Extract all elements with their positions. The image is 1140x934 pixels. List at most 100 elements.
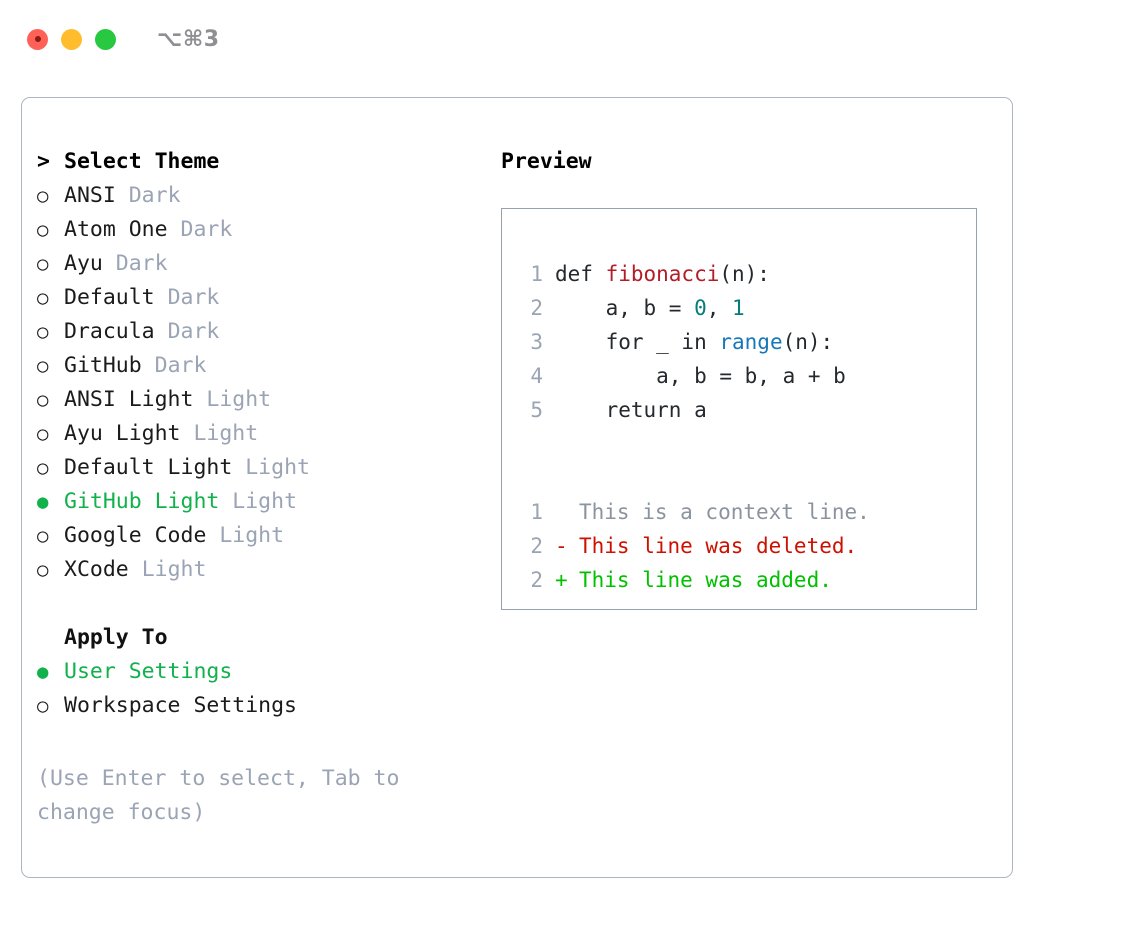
radio-selected-icon: ●	[37, 661, 49, 683]
apply-to-header-label: Apply To	[64, 625, 168, 650]
theme-variant-badge: Dark	[180, 217, 233, 242]
preview-column: Preview 1 def fibonacci (n): 2 a, b =	[501, 145, 991, 610]
apply-to-option-label: User Settings	[64, 659, 233, 684]
theme-variant-badge: Light	[219, 523, 285, 548]
radio-unselected-icon: ○	[37, 423, 49, 445]
code-token: ,	[706, 296, 733, 320]
code-line: 2 a, b = 0 , 1	[521, 291, 970, 325]
line-number: 2	[530, 534, 543, 558]
theme-list-item[interactable]: ○ XCode Light	[37, 553, 477, 587]
line-number: 2	[530, 568, 543, 592]
theme-list-item[interactable]: ○ Ayu Light Light	[37, 417, 477, 451]
diff-text: This line was deleted.	[579, 534, 858, 558]
theme-name: XCode	[64, 557, 129, 582]
line-number: 1	[530, 500, 543, 524]
code-line: 3 for _ in range (n):	[521, 325, 970, 359]
apply-to-option-label: Workspace Settings	[64, 693, 297, 718]
code-line: 5 return a	[521, 393, 970, 427]
apply-to-item-selected[interactable]: ● User Settings	[37, 655, 477, 689]
line-number: 2	[530, 296, 543, 320]
window-controls	[27, 28, 116, 50]
theme-variant-badge: Dark	[154, 353, 207, 378]
radio-unselected-icon: ○	[37, 695, 49, 717]
theme-name: GitHub	[64, 353, 142, 378]
close-window-button[interactable]	[27, 28, 48, 50]
title-bar: ⌥⌘3	[0, 0, 1140, 78]
code-blank-line	[521, 427, 970, 461]
spacer	[37, 587, 477, 621]
theme-variant-badge: Light	[206, 387, 272, 412]
theme-name: ANSI	[64, 183, 116, 208]
code-token: def	[555, 262, 606, 286]
radio-unselected-icon: ○	[37, 355, 49, 377]
theme-list-item[interactable]: ○ Default Light Light	[37, 451, 477, 485]
diff-line-added: 2 + This line was added.	[521, 563, 970, 597]
theme-list-item[interactable]: ○ GitHub Dark	[37, 349, 477, 383]
line-number: 3	[530, 330, 543, 354]
code-token: (n):	[782, 330, 834, 354]
line-number: 4	[530, 364, 543, 388]
code-sample: 1 def fibonacci (n): 2 a, b = 0 , 1	[521, 257, 970, 597]
line-number: 5	[530, 398, 543, 422]
code-token: a, b = b, a + b	[555, 364, 846, 388]
radio-unselected-icon: ○	[37, 253, 49, 275]
theme-variant-badge: Dark	[128, 183, 181, 208]
theme-list-item[interactable]: ○ Atom One Dark	[37, 213, 477, 247]
preview-box: 1 def fibonacci (n): 2 a, b = 0 , 1	[501, 208, 977, 610]
theme-variant-badge: Light	[232, 489, 298, 514]
prompt-caret-icon: >	[37, 149, 50, 174]
theme-variant-badge: Light	[141, 557, 207, 582]
radio-selected-icon: ●	[37, 491, 49, 513]
code-token-function: fibonacci	[605, 262, 720, 286]
radio-unselected-icon: ○	[37, 321, 49, 343]
diff-text: This is a context line.	[579, 500, 870, 524]
code-token: for _ in	[555, 330, 720, 354]
theme-name: Ayu Light	[64, 421, 181, 446]
theme-list-item[interactable]: ○ ANSI Light Light	[37, 383, 477, 417]
theme-selector-column: > Select Theme ○ ANSI Dark ○ Atom One Da…	[37, 145, 477, 723]
keyboard-shortcut-label: ⌥⌘3	[157, 26, 220, 52]
diff-line-context: 1 This is a context line.	[521, 495, 970, 529]
radio-unselected-icon: ○	[37, 185, 49, 207]
theme-variant-badge: Dark	[167, 319, 220, 344]
theme-list-item[interactable]: ○ ANSI Dark	[37, 179, 477, 213]
select-theme-header: > Select Theme	[37, 145, 477, 179]
code-line: 1 def fibonacci (n):	[521, 257, 970, 291]
theme-list-item[interactable]: ○ Ayu Dark	[37, 247, 477, 281]
theme-variant-badge: Light	[193, 421, 259, 446]
minimize-window-button[interactable]	[61, 28, 82, 50]
theme-name: Ayu	[64, 251, 103, 276]
code-token-builtin: range	[719, 330, 783, 354]
code-token: return a	[555, 398, 707, 422]
maximize-window-button[interactable]	[95, 28, 116, 50]
theme-name: ANSI Light	[64, 387, 194, 412]
apply-to-item[interactable]: ○ Workspace Settings	[37, 689, 477, 723]
theme-variant-badge: Light	[245, 455, 310, 480]
radio-unselected-icon: ○	[37, 559, 49, 581]
theme-name: Default Light	[64, 455, 233, 480]
code-token-number: 1	[732, 296, 745, 320]
theme-list-item[interactable]: ○ Default Dark	[37, 281, 477, 315]
theme-list-item[interactable]: ○ Dracula Dark	[37, 315, 477, 349]
apply-to-indent	[37, 621, 64, 655]
code-line: 4 a, b = b, a + b	[521, 359, 970, 393]
code-token: (n):	[719, 262, 770, 286]
radio-unselected-icon: ○	[37, 389, 49, 411]
preview-header-label: Preview	[501, 149, 592, 174]
theme-name: Default	[64, 285, 155, 310]
radio-unselected-icon: ○	[37, 457, 49, 479]
theme-name: Atom One	[64, 217, 168, 242]
theme-list-item-selected[interactable]: ● GitHub Light Light	[37, 485, 477, 519]
apply-to-header: Apply To	[37, 621, 477, 655]
main-panel: > Select Theme ○ ANSI Dark ○ Atom One Da…	[21, 97, 1013, 878]
code-blank-line	[521, 461, 970, 495]
theme-list-item[interactable]: ○ Google Code Light	[37, 519, 477, 553]
diff-text: This line was added.	[579, 568, 832, 592]
code-token-number: 0	[694, 296, 707, 320]
diff-marker-plus-icon: +	[555, 568, 568, 592]
line-number: 1	[530, 262, 543, 286]
theme-name: Dracula	[64, 319, 155, 344]
theme-name: GitHub Light	[64, 489, 220, 514]
theme-variant-badge: Dark	[167, 285, 220, 310]
